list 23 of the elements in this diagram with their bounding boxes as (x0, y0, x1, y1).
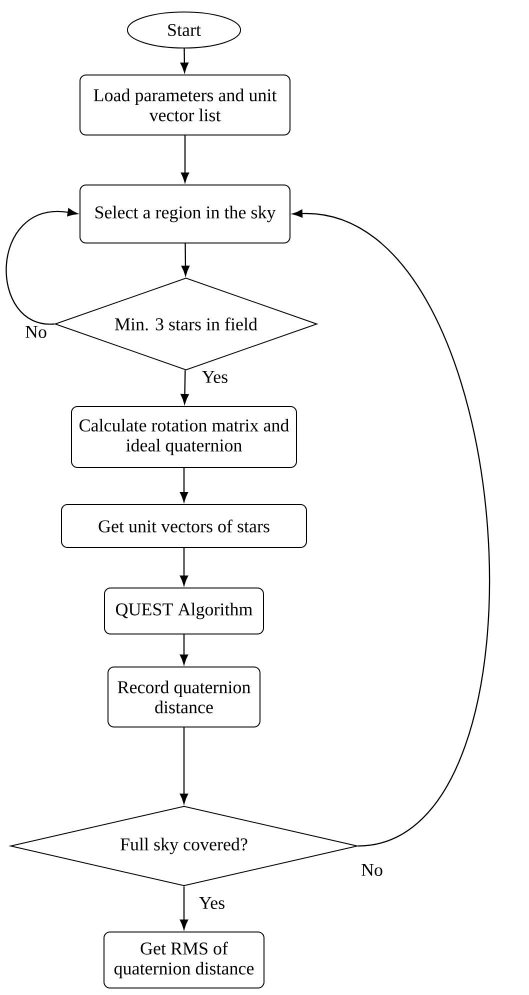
process-box: Get unit vectors of stars (61, 504, 307, 548)
arrow (180, 48, 188, 73)
edge-label: No (360, 863, 384, 877)
arrow (180, 728, 188, 804)
process-box: Get RMS of quaternion distance (104, 932, 264, 988)
arrow (180, 370, 189, 404)
process-box: Select a region in the sky (80, 184, 290, 244)
edge-label: No (24, 325, 48, 339)
arrow (292, 210, 490, 847)
terminal-oval: Start (126, 12, 242, 48)
arrow (180, 634, 188, 665)
arrow (181, 244, 190, 276)
process-box: Load parameters and unit vector list (80, 74, 290, 136)
arrow (6, 208, 78, 325)
arrow (180, 886, 188, 930)
edge-label: Yes (198, 896, 226, 910)
arrow (180, 548, 188, 586)
process-box: QUEST Algorithm (104, 588, 264, 634)
arrow (180, 468, 188, 502)
arrow (180, 136, 190, 183)
process-box: Calculate rotation matrix and ideal quaternion (71, 406, 297, 468)
process-box: Record quaternion distance (108, 666, 260, 728)
edge-label: Yes (200, 370, 230, 384)
